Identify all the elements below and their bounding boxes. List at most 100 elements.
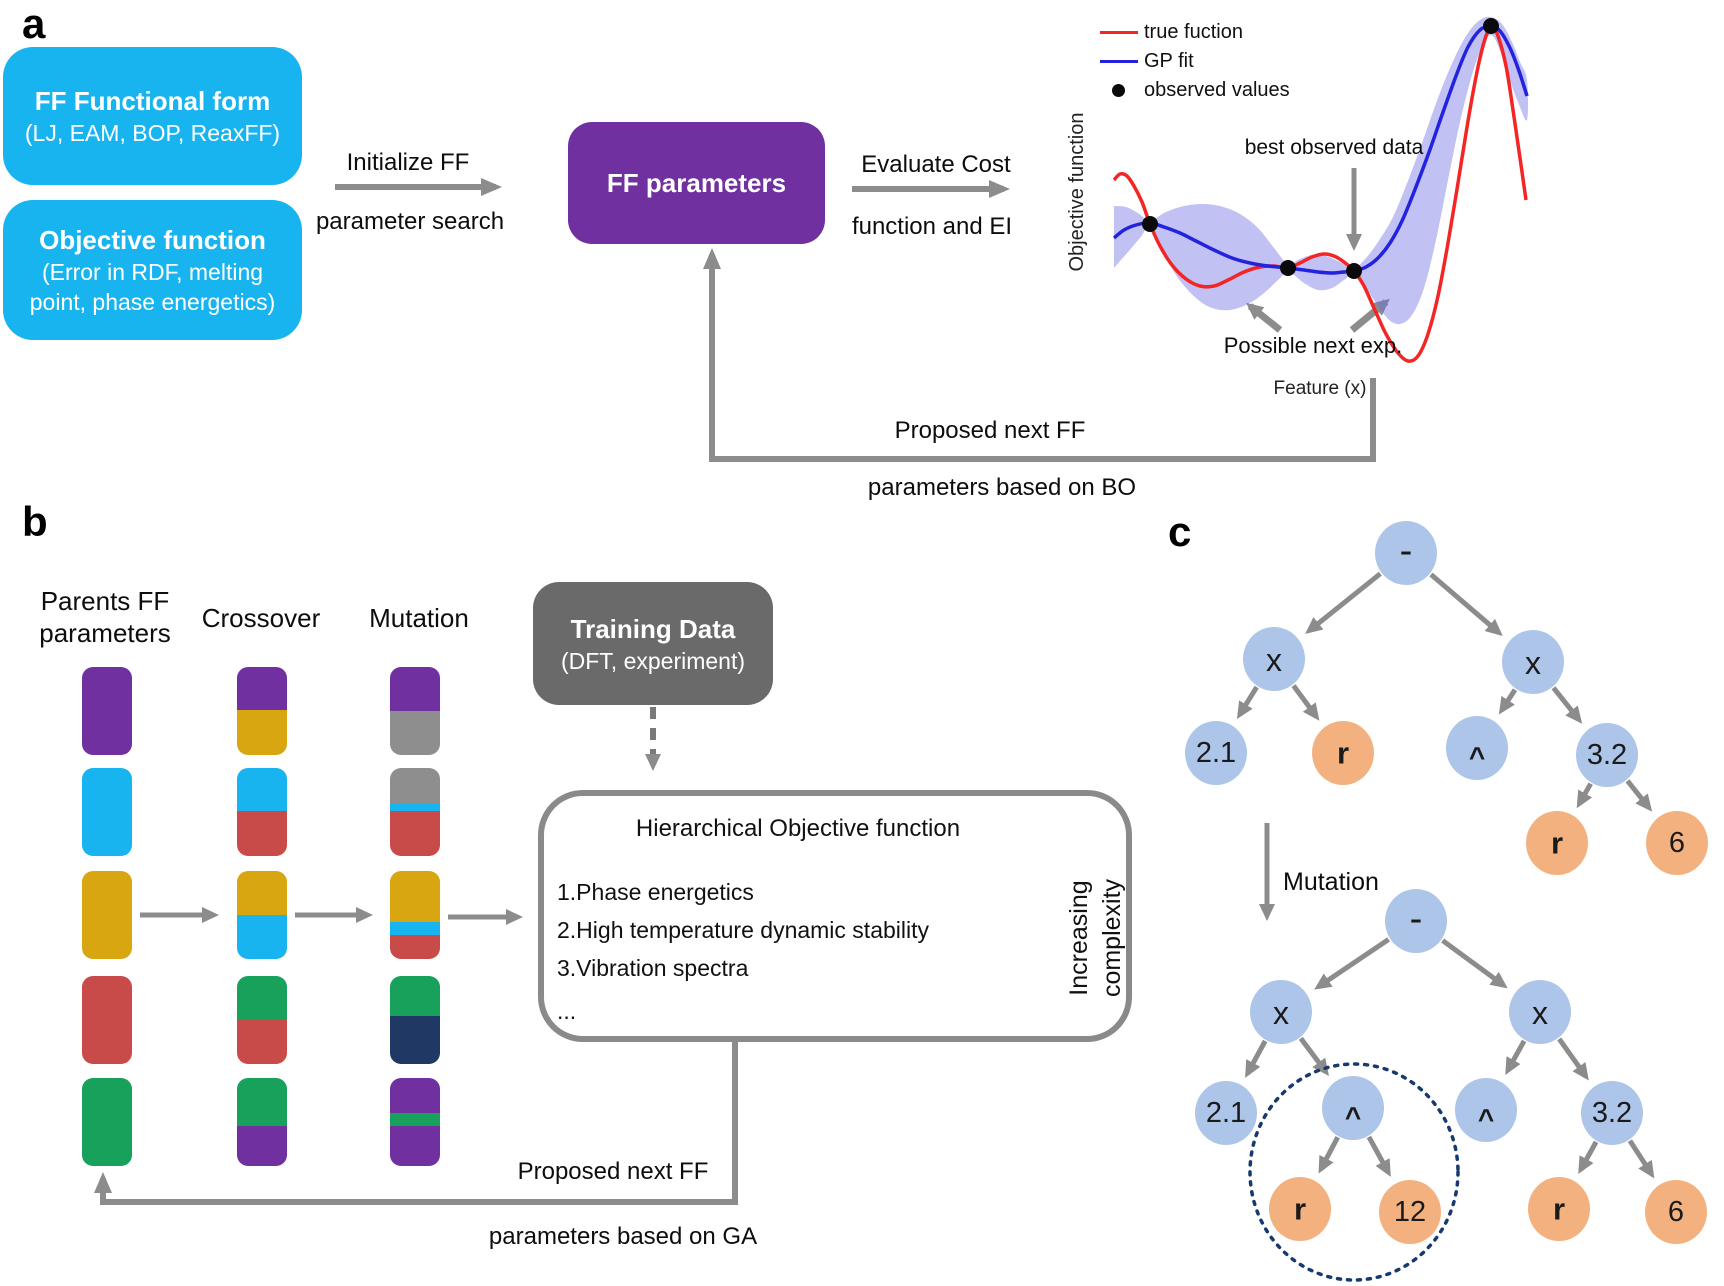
tree-node-x (1509, 980, 1571, 1044)
tree-node-- (1385, 889, 1447, 953)
stack-segment-green (82, 1078, 132, 1166)
tree-node-label: 3.2 (1587, 739, 1627, 771)
tree-mutation-label: Mutation (1283, 868, 1379, 896)
tree-node-6 (1646, 811, 1708, 875)
tree-node-6 (1645, 1180, 1707, 1244)
tree-edge (1498, 688, 1518, 715)
objective-item-1: 1.Phase energetics (557, 879, 754, 905)
tree-node-x (1502, 630, 1564, 694)
stack-segment-purple (390, 1078, 440, 1114)
tree-node-3.2 (1581, 1081, 1643, 1145)
objective-item-2: 2.High temperature dynamic stability (557, 917, 929, 943)
stack-segment-gray (390, 768, 440, 804)
tree-node-^ (1446, 716, 1508, 780)
bo-feedback-label-1: Proposed next FF (894, 417, 1086, 444)
stack-segment-red (82, 976, 132, 1064)
tree-node-r (1528, 1177, 1590, 1241)
tree-node-label: - (1410, 898, 1423, 940)
tree-node-^ (1455, 1078, 1517, 1142)
tree-node-label: x (1273, 995, 1289, 1031)
objective-function-sub1: (Error in RDF, melting (41, 259, 264, 285)
tree-edge (1578, 1140, 1599, 1174)
gp-fit-line-icon (1100, 60, 1144, 63)
tree-edge (1366, 1135, 1391, 1177)
tree-node-label: 2.1 (1206, 1097, 1246, 1129)
tree-edge (1441, 938, 1508, 989)
hierarchical-objective-box (538, 790, 1132, 1042)
stack-segment-gray (390, 711, 440, 755)
ga-feedback-label-1: Proposed next FF (517, 1158, 709, 1185)
ff-functional-form-box: FF Functional form (LJ, EAM, BOP, ReaxFF… (3, 47, 302, 185)
stack-segment-red (390, 935, 440, 959)
stack-segment-red (390, 811, 440, 856)
tree-node-label: x (1525, 645, 1541, 681)
parents-stack-4 (82, 976, 132, 1064)
tree-edge (1557, 1037, 1589, 1081)
stack-segment-gold (237, 710, 287, 755)
tree-node-label: ^ (1345, 1102, 1361, 1133)
crossover-stack-5 (237, 1078, 287, 1166)
ga-feedback-label-2: parameters based on GA (488, 1223, 758, 1250)
tree-node-label: 2.1 (1196, 737, 1236, 769)
stack-segment-cyan (390, 922, 440, 936)
initialize-label-2: parameter search (315, 208, 505, 235)
ff-functional-form-subtitle: (LJ, EAM, BOP, ReaxFF) (24, 120, 281, 146)
legend-item: GP fit (1100, 47, 1290, 76)
tree-node-label: r (1337, 736, 1349, 771)
evaluate-label-1: Evaluate Cost (861, 151, 1011, 178)
tree-node-label: 3.2 (1592, 1097, 1632, 1129)
tree-edge (1298, 1036, 1329, 1077)
stack-segment-red (237, 811, 287, 856)
tree-node-^ (1322, 1076, 1384, 1140)
tree-edge (1318, 1136, 1340, 1174)
parents-stack-1 (82, 667, 132, 755)
tree-edge (1627, 1139, 1655, 1179)
observed-point (1346, 263, 1362, 279)
panel-b-label: b (22, 498, 48, 545)
mutation-stack-4 (390, 976, 440, 1064)
stack-segment-navy (390, 1015, 440, 1064)
tree-node-12 (1379, 1180, 1441, 1244)
stack-segment-purple (237, 667, 287, 711)
observed-point (1483, 18, 1499, 34)
panel-c-label: c (1168, 508, 1192, 555)
hierarchical-objective-title: Hierarchical Objective function (635, 815, 961, 842)
stack-segment-gold (82, 871, 132, 959)
stack-segment-cyan (82, 768, 132, 856)
stack-segment-green (390, 1113, 440, 1127)
tree-node-label: r (1294, 1192, 1306, 1227)
crossover-stack-4 (237, 976, 287, 1064)
stack-segment-green (390, 976, 440, 1016)
stack-segment-purple (237, 1126, 287, 1166)
legend-label: observed values (1144, 79, 1290, 101)
parents-stack-5 (82, 1078, 132, 1166)
ff-parameters-title: FF parameters (606, 168, 787, 198)
increasing-complexity-label: Increasing complexity (1065, 878, 1126, 998)
stack-segment-cyan (390, 803, 440, 812)
training-data-subtitle: (DFT, experiment) (560, 647, 746, 674)
panel-a-label: a (22, 0, 46, 47)
tree-node-x (1243, 627, 1305, 691)
crossover-stack-3 (237, 871, 287, 959)
tree-node-3.2 (1576, 723, 1638, 787)
tree-edge (1291, 684, 1320, 721)
tree-edge (1505, 1039, 1527, 1075)
tree-node-label: 12 (1394, 1196, 1426, 1228)
evaluate-label-2: function and EI (851, 213, 1013, 240)
observed-point (1280, 260, 1296, 276)
stack-segment-green (237, 1078, 287, 1127)
bo-feedback-label-2: parameters based on BO (867, 474, 1137, 501)
legend-label: GP fit (1144, 50, 1194, 72)
objective-item-3: 3.Vibration spectra (557, 955, 749, 981)
stack-segment-green (237, 976, 287, 1020)
tree-edge (1576, 782, 1593, 809)
observed-values-dot-icon (1100, 84, 1144, 97)
crossover-header: Crossover (201, 603, 321, 633)
tree-node-label: 6 (1669, 827, 1685, 859)
plot-xlabel: Feature (x) (1273, 378, 1367, 399)
tree-node-2.1 (1185, 721, 1247, 785)
ff-functional-form-title: FF Functional form (34, 86, 271, 116)
